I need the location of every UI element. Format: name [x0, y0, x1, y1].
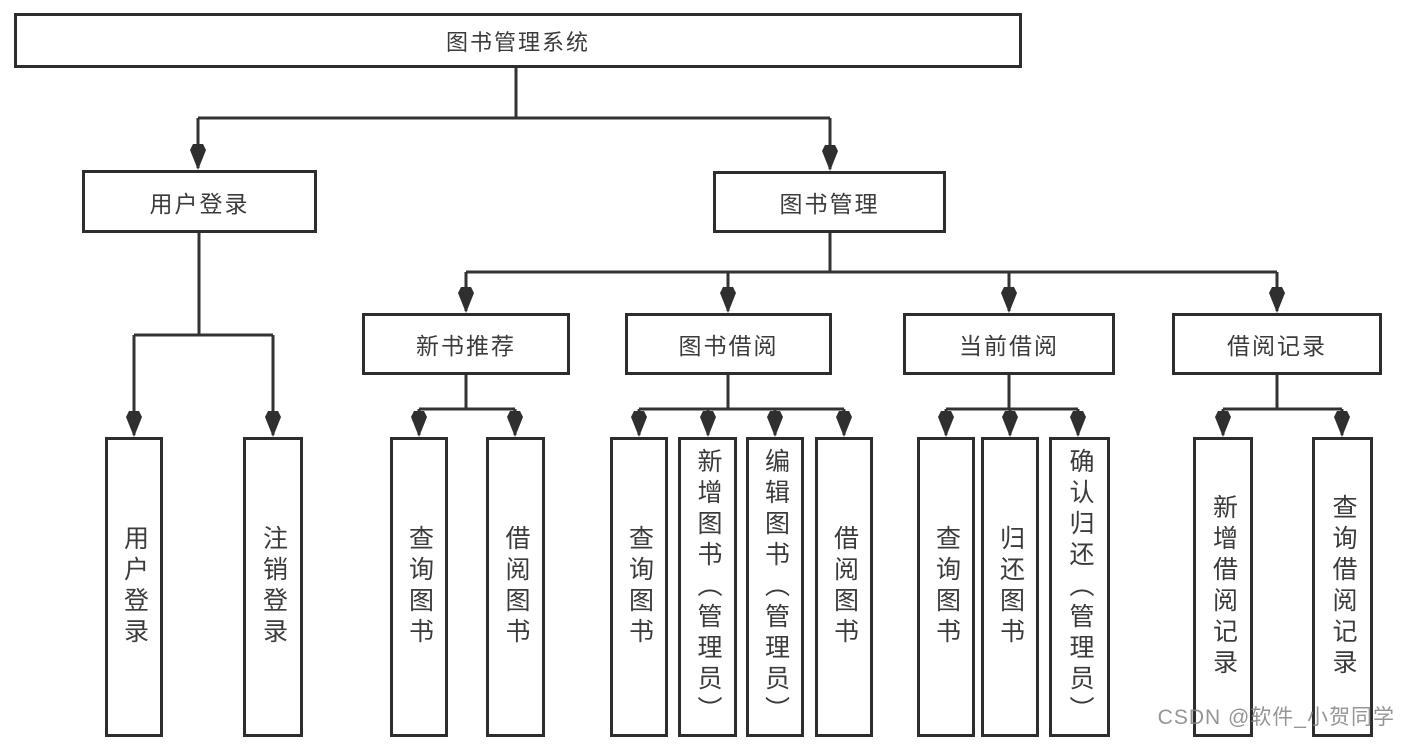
node-label: 查询图书	[405, 525, 434, 649]
node-label: 确认归还（管理员）	[1066, 447, 1094, 727]
node-label: 借阅记录	[1227, 333, 1327, 359]
node-borrow-records: 借阅记录	[1172, 313, 1382, 375]
node-leaf-nb-borrow-books: 借阅图书	[486, 437, 545, 737]
node-leaf-br-query-record: 查询借阅记录	[1312, 437, 1373, 737]
node-leaf-cb-query-books: 查询图书	[917, 437, 975, 737]
node-label: 借阅图书	[502, 525, 530, 649]
node-leaf-bw-edit-books-admin: 编辑图书（管理员）	[746, 437, 804, 737]
node-system-root: 图书管理系统	[14, 13, 1022, 68]
node-leaf-logout: 注销登录	[243, 437, 303, 737]
node-leaf-user-login: 用户登录	[105, 437, 163, 737]
node-leaf-cb-return-books: 归还图书	[981, 437, 1039, 737]
node-leaf-br-add-record: 新增借阅记录	[1193, 437, 1253, 737]
node-label: 查询借阅记录	[1329, 494, 1357, 680]
node-label: 查询图书	[932, 525, 961, 649]
node-label: 图书借阅	[678, 333, 779, 359]
node-leaf-cb-confirm-return-admin: 确认归还（管理员）	[1049, 437, 1110, 737]
node-current-borrow: 当前借阅	[903, 313, 1115, 375]
node-label: 编辑图书（管理员）	[761, 447, 790, 727]
node-new-book-recommend: 新书推荐	[362, 313, 570, 375]
node-book-borrow: 图书借阅	[625, 313, 832, 375]
node-label: 注销登录	[259, 525, 288, 649]
node-book-management: 图书管理	[713, 171, 946, 233]
node-leaf-bw-query-books: 查询图书	[610, 437, 668, 737]
arrowhead-icons	[126, 144, 1350, 437]
node-leaf-bw-borrow-books: 借阅图书	[815, 437, 873, 737]
node-label: 查询图书	[625, 525, 654, 649]
node-label: 新书推荐	[416, 333, 516, 359]
node-label: 用户登录	[149, 190, 250, 217]
node-label: 归还图书	[996, 525, 1025, 649]
node-label: 用户登录	[120, 525, 149, 649]
csdn-watermark: CSDN @软件_小贺同学	[1157, 706, 1395, 729]
node-label: 图书管理系统	[445, 29, 590, 55]
node-label: 图书管理	[779, 191, 880, 217]
node-label: 当前借阅	[959, 333, 1059, 359]
node-label: 借阅图书	[830, 525, 859, 649]
node-leaf-bw-add-books-admin: 新增图书（管理员）	[678, 437, 737, 737]
node-label: 新增图书（管理员）	[694, 447, 722, 727]
node-user-login: 用户登录	[82, 170, 317, 233]
node-label: 新增借阅记录	[1209, 494, 1238, 680]
node-leaf-nb-query-books: 查询图书	[390, 437, 448, 737]
